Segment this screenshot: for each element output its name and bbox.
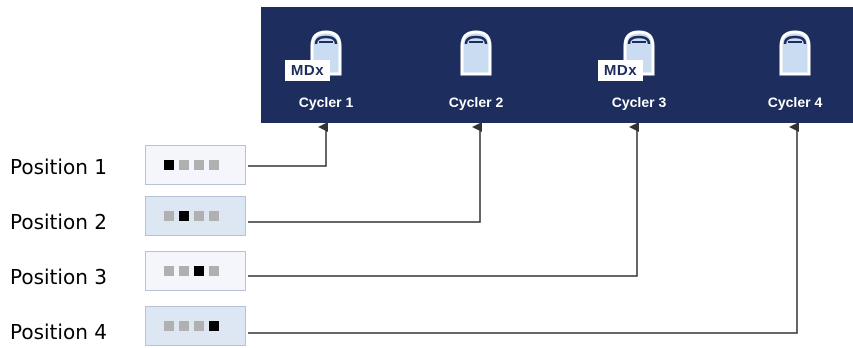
cycler-2: Cycler 2	[411, 7, 541, 123]
position-label-3: Position 3	[10, 265, 107, 289]
position-indicator-1	[145, 145, 246, 185]
mdx-badge: MDx	[285, 60, 330, 81]
cycler-3: MDx Cycler 3	[574, 7, 704, 123]
slot-indicator	[179, 266, 189, 276]
slot-indicator	[164, 211, 174, 221]
slot-indicator-active	[209, 321, 219, 331]
position-indicator-2	[145, 196, 246, 236]
cycler-4: Cycler 4	[730, 7, 853, 123]
slot-indicator	[209, 160, 219, 170]
connector-position-4-to-cycler-4	[248, 122, 799, 334]
slot-indicator	[194, 211, 204, 221]
position-label-4: Position 4	[10, 320, 107, 344]
slot-indicator	[179, 321, 189, 331]
slot-indicator	[164, 266, 174, 276]
connector-position-2-to-cycler-2	[248, 122, 482, 223]
position-indicator-3	[145, 251, 246, 291]
slot-indicator	[179, 160, 189, 170]
cycler-label: Cycler 1	[298, 94, 354, 110]
position-label-2: Position 2	[10, 210, 107, 234]
cycler-panel: MDx Cycler 1 Cycler 2 MDx Cycler 3	[261, 7, 853, 123]
slot-indicator	[164, 321, 174, 331]
connector-position-1-to-cycler-1	[248, 122, 328, 167]
slot-indicator	[209, 211, 219, 221]
slot-indicator-active	[164, 160, 174, 170]
slot-indicator	[209, 266, 219, 276]
cycler-label: Cycler 2	[448, 94, 504, 110]
slot-indicator-active	[194, 266, 204, 276]
slot-indicator	[194, 321, 204, 331]
cycler-device-icon	[779, 30, 811, 76]
position-indicator-4	[145, 306, 246, 346]
cycler-label: Cycler 4	[767, 94, 823, 110]
position-label-1: Position 1	[10, 155, 107, 179]
connector-position-3-to-cycler-3	[248, 122, 639, 277]
slot-indicator-active	[179, 211, 189, 221]
cycler-1: MDx Cycler 1	[261, 7, 391, 123]
mdx-badge: MDx	[598, 60, 643, 81]
cycler-label: Cycler 3	[611, 94, 667, 110]
cycler-device-icon	[460, 30, 492, 76]
slot-indicator	[194, 160, 204, 170]
